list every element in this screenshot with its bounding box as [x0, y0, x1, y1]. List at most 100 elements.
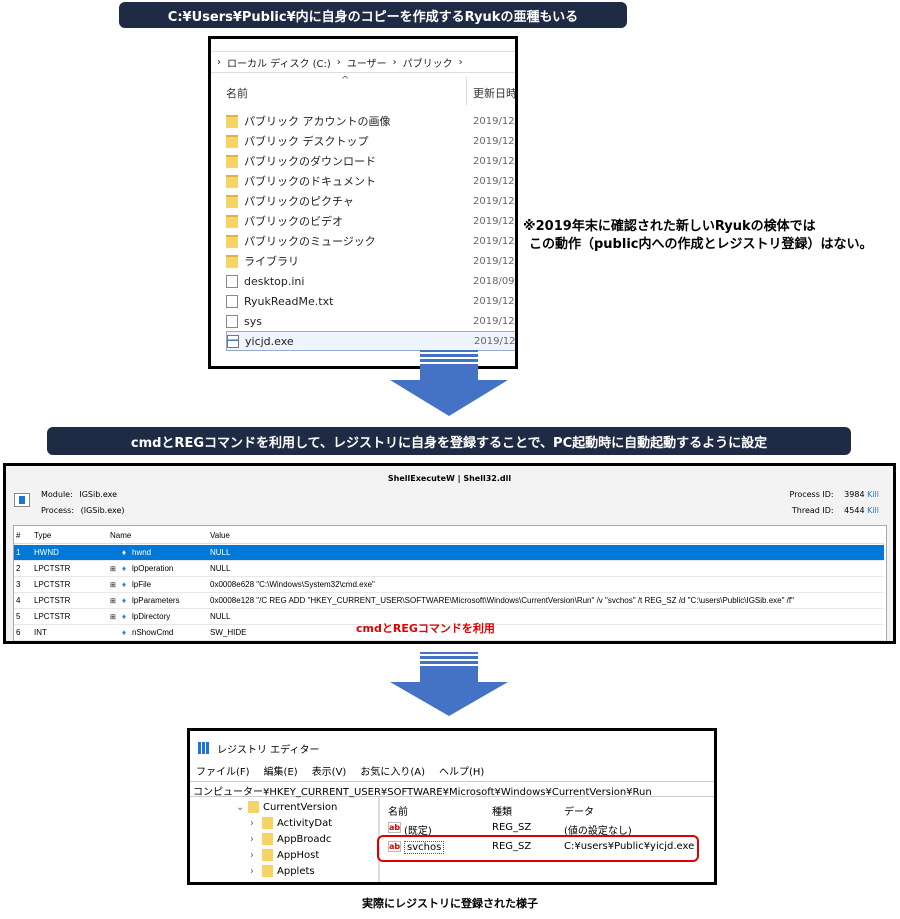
caption: 実際にレジストリに登録された様子	[362, 897, 538, 910]
chevron-right-icon[interactable]: ›	[250, 849, 254, 861]
folder-icon	[226, 194, 238, 208]
folder-icon	[226, 154, 238, 168]
menu-favorites[interactable]: お気に入り(A)	[360, 767, 425, 778]
table-row[interactable]: 3 LPCTSTR⊞ ♦ lpFile 0x0008e628 "C:\Windo…	[14, 577, 884, 593]
row-value: 0x0008e128 "/C REG ADD "HKEY_CURRENT_USE…	[210, 596, 794, 605]
menu-edit[interactable]: 編集(E)	[263, 767, 298, 778]
row-type: LPCTSTR	[34, 580, 71, 589]
column-divider[interactable]	[466, 77, 467, 105]
row-name: lpOperation	[132, 564, 174, 573]
file-date: 2019/12/	[473, 195, 518, 207]
value-name: svchos	[404, 841, 445, 854]
kill-process-link[interactable]: Kill	[867, 490, 879, 499]
tree-node[interactable]: ›ActivityDat	[250, 817, 332, 829]
chevron-right-icon[interactable]: ›	[250, 833, 254, 845]
expand-icon[interactable]: ⊞	[110, 597, 116, 605]
annotation: cmdとREGコマンドを利用	[356, 622, 495, 635]
tree-pane: ⌄CurrentVersion›ActivityDat›AppBroadc›Ap…	[190, 797, 380, 882]
sort-icon: ^	[341, 75, 350, 86]
value-type: REG_SZ	[492, 822, 532, 833]
expand-icon[interactable]: ⊞	[110, 565, 116, 573]
file-date: 2019/12/	[473, 115, 518, 127]
crumb[interactable]: ユーザー	[346, 58, 387, 70]
folder-icon	[248, 801, 259, 813]
file-name: パブリックのダウンロード	[244, 155, 376, 168]
file-name: sys	[244, 314, 262, 328]
banner-middle: cmdとREGコマンドを利用して、レジストリに自身を登録することで、PC起動時に…	[47, 427, 851, 455]
param-icon: ♦	[122, 596, 127, 605]
table-row[interactable]: 2 LPCTSTR⊞ ♦ lpOperation NULL	[14, 561, 884, 577]
col-value: Value	[210, 531, 230, 540]
table-row[interactable]: 5 LPCTSTR⊞ ♦ lpDirectory NULL	[14, 609, 884, 625]
table-row[interactable]: 4 LPCTSTR⊞ ♦ lpParameters 0x0008e128 "/C…	[14, 593, 884, 609]
file-date: 2018/09/	[473, 275, 518, 287]
expand-icon[interactable]: ⊞	[110, 581, 116, 589]
row-type: LPCTSTR	[34, 564, 71, 573]
table-row[interactable]: 1 HWND ♦ hwnd NULL	[14, 545, 884, 561]
module-info: Module: IGSib.exe	[41, 490, 117, 499]
address-bar[interactable]: コンピューター¥HKEY_CURRENT_USER¥SOFTWARE¥Micro…	[190, 781, 714, 798]
row-name: lpParameters	[132, 596, 180, 605]
tree-node[interactable]: ⌄CurrentVersion	[236, 801, 337, 813]
kill-thread-link[interactable]: Kill	[867, 506, 879, 515]
row-value: SW_HIDE	[210, 628, 247, 637]
folder-icon	[262, 849, 273, 861]
folder-icon	[226, 254, 238, 268]
menu-view[interactable]: 表示(V)	[311, 767, 347, 778]
table-row[interactable]: 6 INT ♦ nShowCmd SW_HIDE	[14, 625, 884, 641]
row-name: nShowCmd	[132, 628, 174, 637]
file-item[interactable]: パブリックのピクチャ 2019/12/	[226, 191, 518, 211]
menu-file[interactable]: ファイル(F)	[196, 767, 250, 778]
col-type[interactable]: 種類	[492, 807, 512, 818]
value-row[interactable]: ab svchos REG_SZ C:¥users¥Public¥yicjd.e…	[388, 840, 708, 856]
file-item[interactable]: desktop.ini 2018/09/	[226, 271, 518, 291]
tree-label: AppBroadc	[277, 833, 332, 845]
row-num: 3	[16, 580, 21, 589]
value-name: (既定)	[404, 826, 432, 837]
tree-node[interactable]: › AppBroadc	[250, 833, 331, 845]
file-name: desktop.ini	[244, 274, 305, 288]
col-data[interactable]: データ	[564, 807, 594, 818]
chevron-right-icon[interactable]: ›	[250, 865, 254, 877]
regedit-icon	[198, 742, 210, 754]
col-name[interactable]: 名前	[388, 807, 408, 818]
string-value-icon: ab	[388, 841, 402, 852]
col-date[interactable]: 更新日時	[473, 87, 517, 100]
note-line1: ※2019年末に確認された新しいRyukの検体では	[523, 219, 816, 234]
process-value: (IGSib.exe)	[80, 506, 125, 515]
chevron-down-icon[interactable]: ⌄	[236, 801, 245, 813]
row-num: 6	[16, 628, 21, 637]
crumb[interactable]: パブリック	[402, 58, 453, 70]
module-icon	[14, 493, 30, 507]
file-date: 2019/12/	[473, 175, 518, 187]
col-name: Name	[110, 531, 132, 540]
row-value: NULL	[210, 612, 231, 621]
row-name: hwnd	[132, 548, 152, 557]
breadcrumb: ›ローカル ディスク (C:)›ユーザー›パブリック›	[211, 51, 515, 73]
process-id-info: Process ID: 3984 Kill	[790, 490, 879, 499]
file-name: パブリックのミュージック	[244, 235, 376, 248]
crumb[interactable]: ローカル ディスク (C:)	[227, 58, 331, 70]
expand-icon[interactable]: ⊞	[110, 613, 116, 621]
tree-node[interactable]: ›AppHost	[250, 849, 319, 861]
down-arrow-icon	[390, 350, 508, 416]
menu-help[interactable]: ヘルプ(H)	[439, 767, 485, 778]
tree-node[interactable]: ›Applets	[250, 865, 315, 877]
col-name[interactable]: 名前	[226, 87, 248, 100]
file-name: パブリックのピクチャ	[244, 195, 354, 208]
pid-value: 3984	[844, 490, 865, 499]
chevron-right-icon[interactable]: ›	[250, 817, 254, 829]
value-row[interactable]: ab (既定) REG_SZ (値の設定なし)	[388, 821, 708, 837]
row-value: 0x0008e628 "C:\Windows\System32\cmd.exe"	[210, 580, 375, 589]
